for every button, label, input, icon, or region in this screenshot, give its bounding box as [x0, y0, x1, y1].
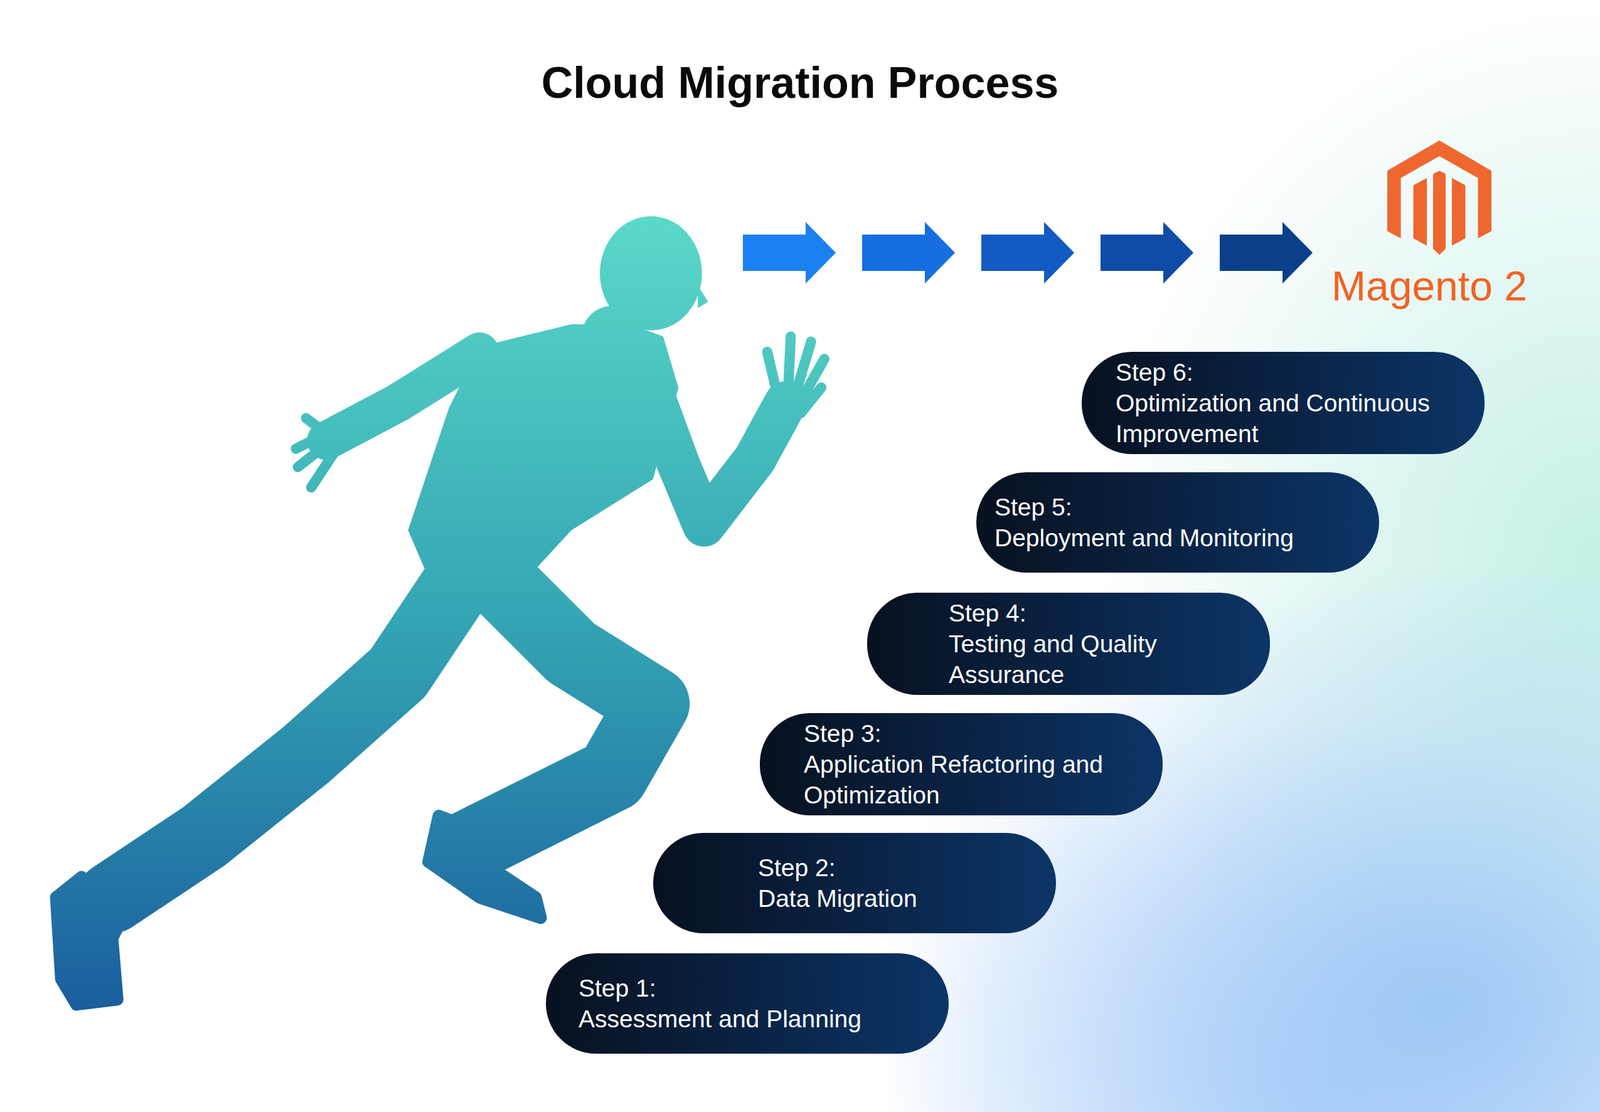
step-number: Step 6: — [1115, 357, 1460, 388]
step-title: Optimization and Continuous Improvement — [1115, 387, 1460, 450]
step-number: Step 1: — [578, 973, 924, 1004]
magento-logo — [1387, 140, 1492, 256]
step-title: Application Refactoring and Optimization — [803, 749, 1131, 811]
step-number: Step 2: — [757, 852, 1031, 884]
step-title: Deployment and Monitoring — [994, 522, 1355, 554]
step-number: Step 4: — [948, 597, 1245, 629]
step-number: Step 5: — [994, 491, 1355, 523]
step-pill: Step 3:Application Refactoring and Optim… — [759, 713, 1163, 816]
step-pill: Step 6:Optimization and Continuous Impro… — [1081, 352, 1485, 455]
progress-arrows — [742, 222, 1313, 284]
step-title: Data Migration — [757, 883, 1031, 915]
step-title: Testing and Quality Assurance — [948, 628, 1200, 691]
step-pill: Step 5:Deployment and Monitoring — [976, 472, 1380, 573]
diagram-title: Cloud Migration Process — [0, 57, 1600, 108]
step-number: Step 3: — [803, 718, 1138, 750]
step-pill: Step 1:Assessment and Planning — [545, 953, 949, 1055]
step-pill: Step 2:Data Migration — [653, 833, 1056, 934]
step-title: Assessment and Planning — [578, 1003, 924, 1035]
step-pill: Step 4:Testing and Quality Assurance — [867, 592, 1270, 696]
brand-label: Magento 2 — [1331, 262, 1528, 310]
